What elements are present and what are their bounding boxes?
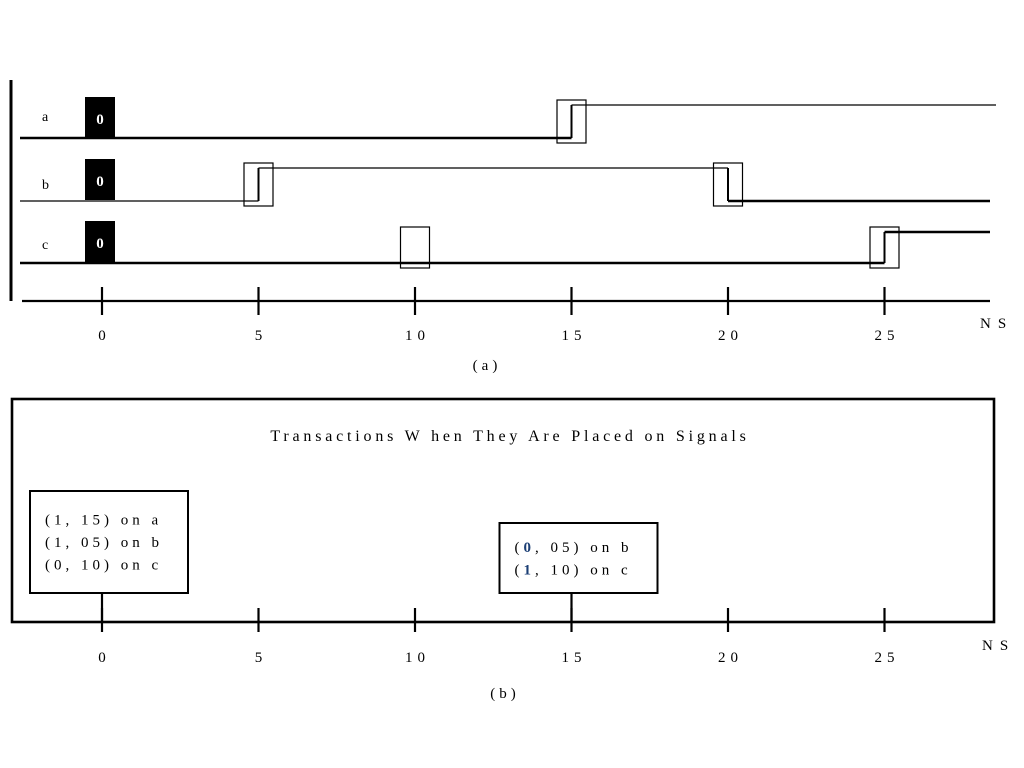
panel-a-caption: (a) (473, 358, 502, 374)
axis-a-tick-label: 15 (562, 328, 587, 344)
transaction-open-paren: ( (45, 535, 54, 551)
signal-c-initial-value: 0 (96, 236, 104, 252)
transaction-detail: , 10) on c (66, 558, 163, 574)
signal-a-label: a (42, 110, 49, 125)
transaction-line: (1, 05) on b (45, 535, 163, 551)
signal-c-transaction-marker (399, 226, 431, 269)
signal-a-transaction-marker (556, 99, 587, 144)
signal-b-label: b (42, 178, 49, 193)
signal-c-label: c (42, 238, 48, 253)
axis-b-tick-label: 20 (718, 650, 743, 666)
transactions-panel-frame (10, 397, 996, 624)
axis-b-unit-label: NS (982, 638, 1015, 654)
transaction-box (29, 490, 189, 594)
transaction-value: 1 (54, 513, 66, 529)
transaction-open-paren: ( (45, 513, 54, 529)
axis-a-tick-label: 10 (405, 328, 430, 344)
signal-c-initial-value-box (85, 221, 115, 262)
signal-c-transaction-marker (869, 226, 900, 269)
transaction-open-paren: ( (45, 558, 54, 574)
transaction-open-paren: ( (515, 562, 524, 578)
axis-b-tick-label: 25 (875, 650, 900, 666)
signal-b-initial-value: 0 (96, 174, 104, 190)
transaction-value: 1 (54, 535, 66, 551)
transaction-line: (1, 10) on c (515, 562, 632, 578)
signal-b-transaction-marker (712, 162, 744, 207)
transaction-open-paren: ( (515, 540, 524, 556)
signal-a-initial-value: 0 (96, 112, 104, 128)
axis-a-tick-label: 0 (98, 328, 111, 344)
transaction-box (498, 522, 659, 594)
axis-b-tick-label: 5 (255, 650, 268, 666)
transactions-panel: Transactions W hen They Are Placed on Si… (10, 397, 1015, 702)
transaction-value: 0 (524, 540, 536, 556)
transaction-value: 0 (54, 558, 66, 574)
axis-a-tick-label: 5 (255, 328, 268, 344)
axis-a-tick-label: 25 (875, 328, 900, 344)
transaction-group: (1, 15) on a(1, 05) on b(0, 10) on c (29, 490, 189, 622)
axis-b-tick-label: 10 (405, 650, 430, 666)
transaction-detail: , 05) on b (66, 535, 164, 551)
signal-a-initial-value-box (85, 97, 115, 138)
transaction-detail: , 15) on a (66, 513, 163, 529)
transactions-panel-title: Transactions W hen They Are Placed on Si… (270, 428, 749, 445)
transaction-value: 1 (524, 562, 536, 578)
transaction-detail: , 10) on c (535, 562, 632, 578)
transaction-line: (0, 05) on b (515, 540, 633, 556)
transaction-group: (0, 05) on b(1, 10) on c (498, 522, 659, 622)
signal-c-row: 0c (20, 221, 990, 269)
axis-b-tick-label: 15 (562, 650, 587, 666)
signal-b-initial-value-box (85, 159, 115, 200)
axis-b-tick-label: 0 (98, 650, 111, 666)
transaction-detail: , 05) on b (535, 540, 633, 556)
transaction-line: (0, 10) on c (45, 558, 162, 574)
transaction-line: (1, 15) on a (45, 513, 162, 529)
signal-a-row: 0a (20, 97, 996, 144)
axis-a-tick-label: 20 (718, 328, 743, 344)
axis-a-unit-label: NS (980, 316, 1013, 332)
signal-b-row: 0b (20, 159, 990, 207)
signal-b-transaction-marker (243, 162, 274, 207)
panel-b-caption: (b) (490, 686, 520, 702)
